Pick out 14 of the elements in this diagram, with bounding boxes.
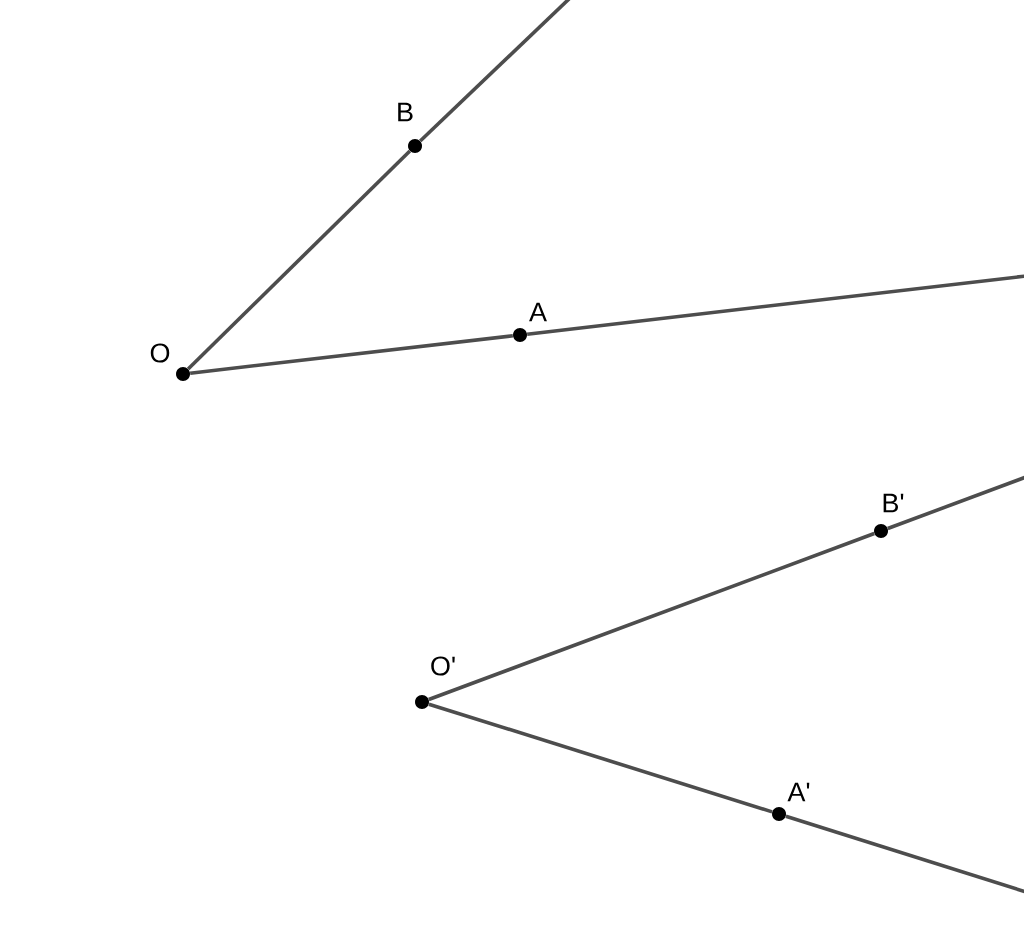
- line: [186, 149, 412, 371]
- point-label: B': [883, 493, 904, 513]
- point-label: A': [787, 782, 810, 802]
- point-label: A: [529, 302, 547, 322]
- point-label: O': [431, 656, 455, 676]
- line: [418, 0, 572, 143]
- line: [785, 814, 1024, 894]
- point-label: O: [150, 343, 170, 363]
- point-label: B: [398, 102, 413, 122]
- line: [428, 702, 773, 814]
- line: [887, 475, 1024, 531]
- line: [526, 274, 1024, 336]
- line: [189, 334, 514, 375]
- line: [428, 531, 875, 702]
